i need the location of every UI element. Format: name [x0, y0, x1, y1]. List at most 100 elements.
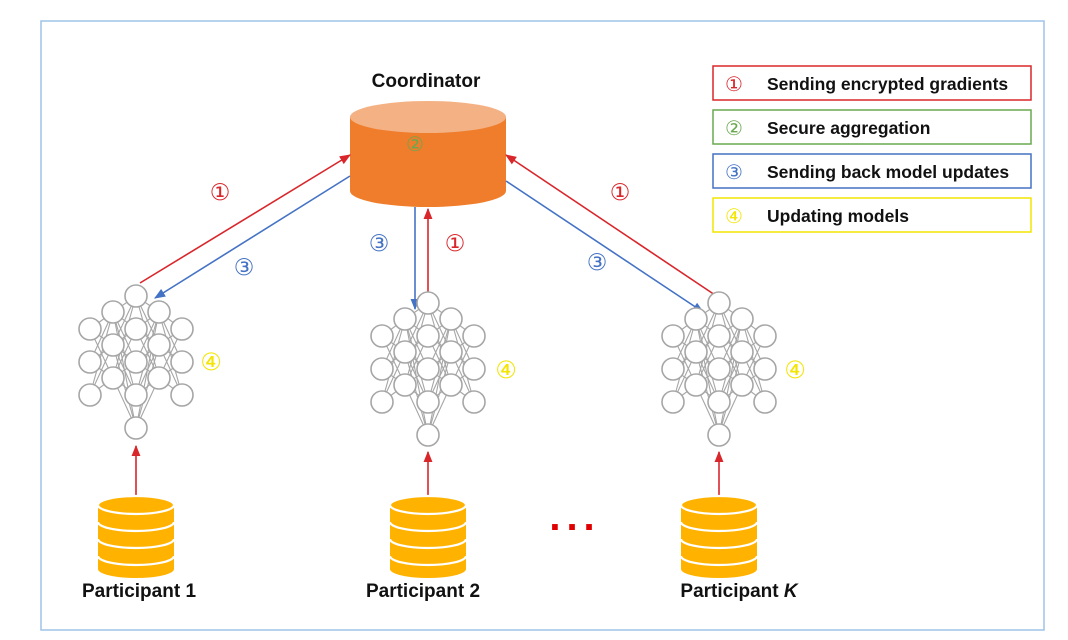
participant-label-1: Participant 1 — [82, 581, 196, 602]
upload-marker-participant-1: ① — [210, 180, 231, 206]
network-node — [416, 390, 440, 414]
network-node — [393, 340, 417, 364]
download-arrow-participant-k — [505, 180, 704, 313]
network-edge — [427, 318, 452, 403]
network-node — [707, 324, 731, 348]
network-node — [707, 423, 731, 447]
upload-marker-participant-2: ① — [445, 231, 466, 257]
download-marker-participant-1: ③ — [234, 255, 255, 281]
legend-item-3: ③ Sending back model updates — [712, 153, 1032, 189]
diagram-frame — [40, 20, 1045, 631]
database-ring — [679, 555, 759, 567]
network-node — [170, 350, 194, 374]
network-node — [124, 383, 148, 407]
network-node — [462, 324, 486, 348]
database-ring — [96, 521, 176, 533]
network-edge — [381, 318, 406, 403]
network-edge — [695, 302, 720, 386]
database-top — [96, 494, 176, 516]
legend-marker-3: ③ — [725, 160, 743, 184]
participant-label-k: Participant K — [680, 581, 798, 602]
coordinator-server-icon — [350, 101, 506, 207]
upload-marker-participant-k: ① — [610, 180, 631, 206]
network-node — [101, 300, 125, 324]
database-ring — [388, 521, 468, 533]
network-node — [170, 317, 194, 341]
coordinator-step-marker: ② — [406, 132, 424, 156]
upload-arrow-participant-k — [505, 154, 722, 300]
database-body — [390, 505, 466, 578]
network-node — [393, 307, 417, 331]
database-ring — [388, 555, 468, 567]
network-node — [707, 357, 731, 381]
database-ring — [96, 538, 176, 550]
network-node — [462, 390, 486, 414]
network-node — [753, 357, 777, 381]
network-node — [753, 324, 777, 348]
update-marker-participant-1: ④ — [200, 348, 222, 376]
network-node — [147, 300, 171, 324]
network-node — [707, 390, 731, 414]
network-node — [101, 333, 125, 357]
network-node — [730, 340, 754, 364]
network-node — [147, 333, 171, 357]
network-node — [78, 350, 102, 374]
network-node — [124, 350, 148, 374]
network-edge — [112, 295, 137, 379]
network-edge — [718, 318, 743, 436]
legend-label-4: Updating models — [767, 206, 909, 226]
database-ring — [679, 538, 759, 550]
network-node — [730, 307, 754, 331]
database-top — [679, 494, 759, 516]
download-marker-participant-2: ③ — [369, 231, 390, 257]
download-marker-participant-k: ③ — [587, 250, 608, 276]
database-icon-participant-1 — [96, 494, 176, 578]
network-node — [661, 324, 685, 348]
network-edge — [427, 318, 452, 436]
update-marker-participant-k: ④ — [784, 356, 806, 384]
network-edge — [404, 302, 429, 386]
network-node — [439, 340, 463, 364]
network-node — [124, 416, 148, 440]
network-node — [707, 291, 731, 315]
network-node — [684, 307, 708, 331]
network-node — [684, 373, 708, 397]
database-ring — [388, 538, 468, 550]
network-edge — [89, 311, 114, 396]
network-edge — [718, 318, 743, 403]
network-edge — [672, 318, 697, 403]
network-node — [370, 357, 394, 381]
legend-marker-1: ① — [725, 72, 743, 96]
network-edge — [718, 351, 743, 436]
flow-arrows — [131, 154, 724, 505]
legend-item-1: ① Sending encrypted gradients — [712, 65, 1032, 101]
network-node — [439, 307, 463, 331]
neural-network-icon-participant-1 — [78, 284, 194, 440]
legend: ① Sending encrypted gradients ② Secure a… — [712, 65, 1032, 233]
database-icon-participant-2 — [388, 494, 468, 578]
database-body — [98, 505, 174, 578]
network-node — [661, 357, 685, 381]
network-node — [393, 373, 417, 397]
upload-arrow-participant-1 — [139, 154, 351, 284]
update-marker-participant-2: ④ — [495, 356, 517, 384]
network-node — [416, 324, 440, 348]
network-node — [370, 324, 394, 348]
network-node — [370, 390, 394, 414]
database-icon-participant-k — [679, 494, 759, 578]
network-edge — [135, 311, 160, 396]
legend-label-3: Sending back model updates — [767, 162, 1009, 182]
network-node — [101, 366, 125, 390]
neural-network-icon-participant-k — [661, 291, 777, 447]
network-node — [124, 284, 148, 308]
network-edge — [135, 311, 160, 429]
network-node — [124, 317, 148, 341]
neural-network-icon-participant-2 — [370, 291, 486, 447]
legend-label-2: Secure aggregation — [767, 118, 930, 138]
legend-item-4: ④ Updating models — [712, 197, 1032, 233]
participant-label-2: Participant 2 — [366, 581, 480, 602]
network-node — [416, 291, 440, 315]
participants-ellipsis: ... — [549, 495, 600, 539]
network-node — [684, 340, 708, 364]
